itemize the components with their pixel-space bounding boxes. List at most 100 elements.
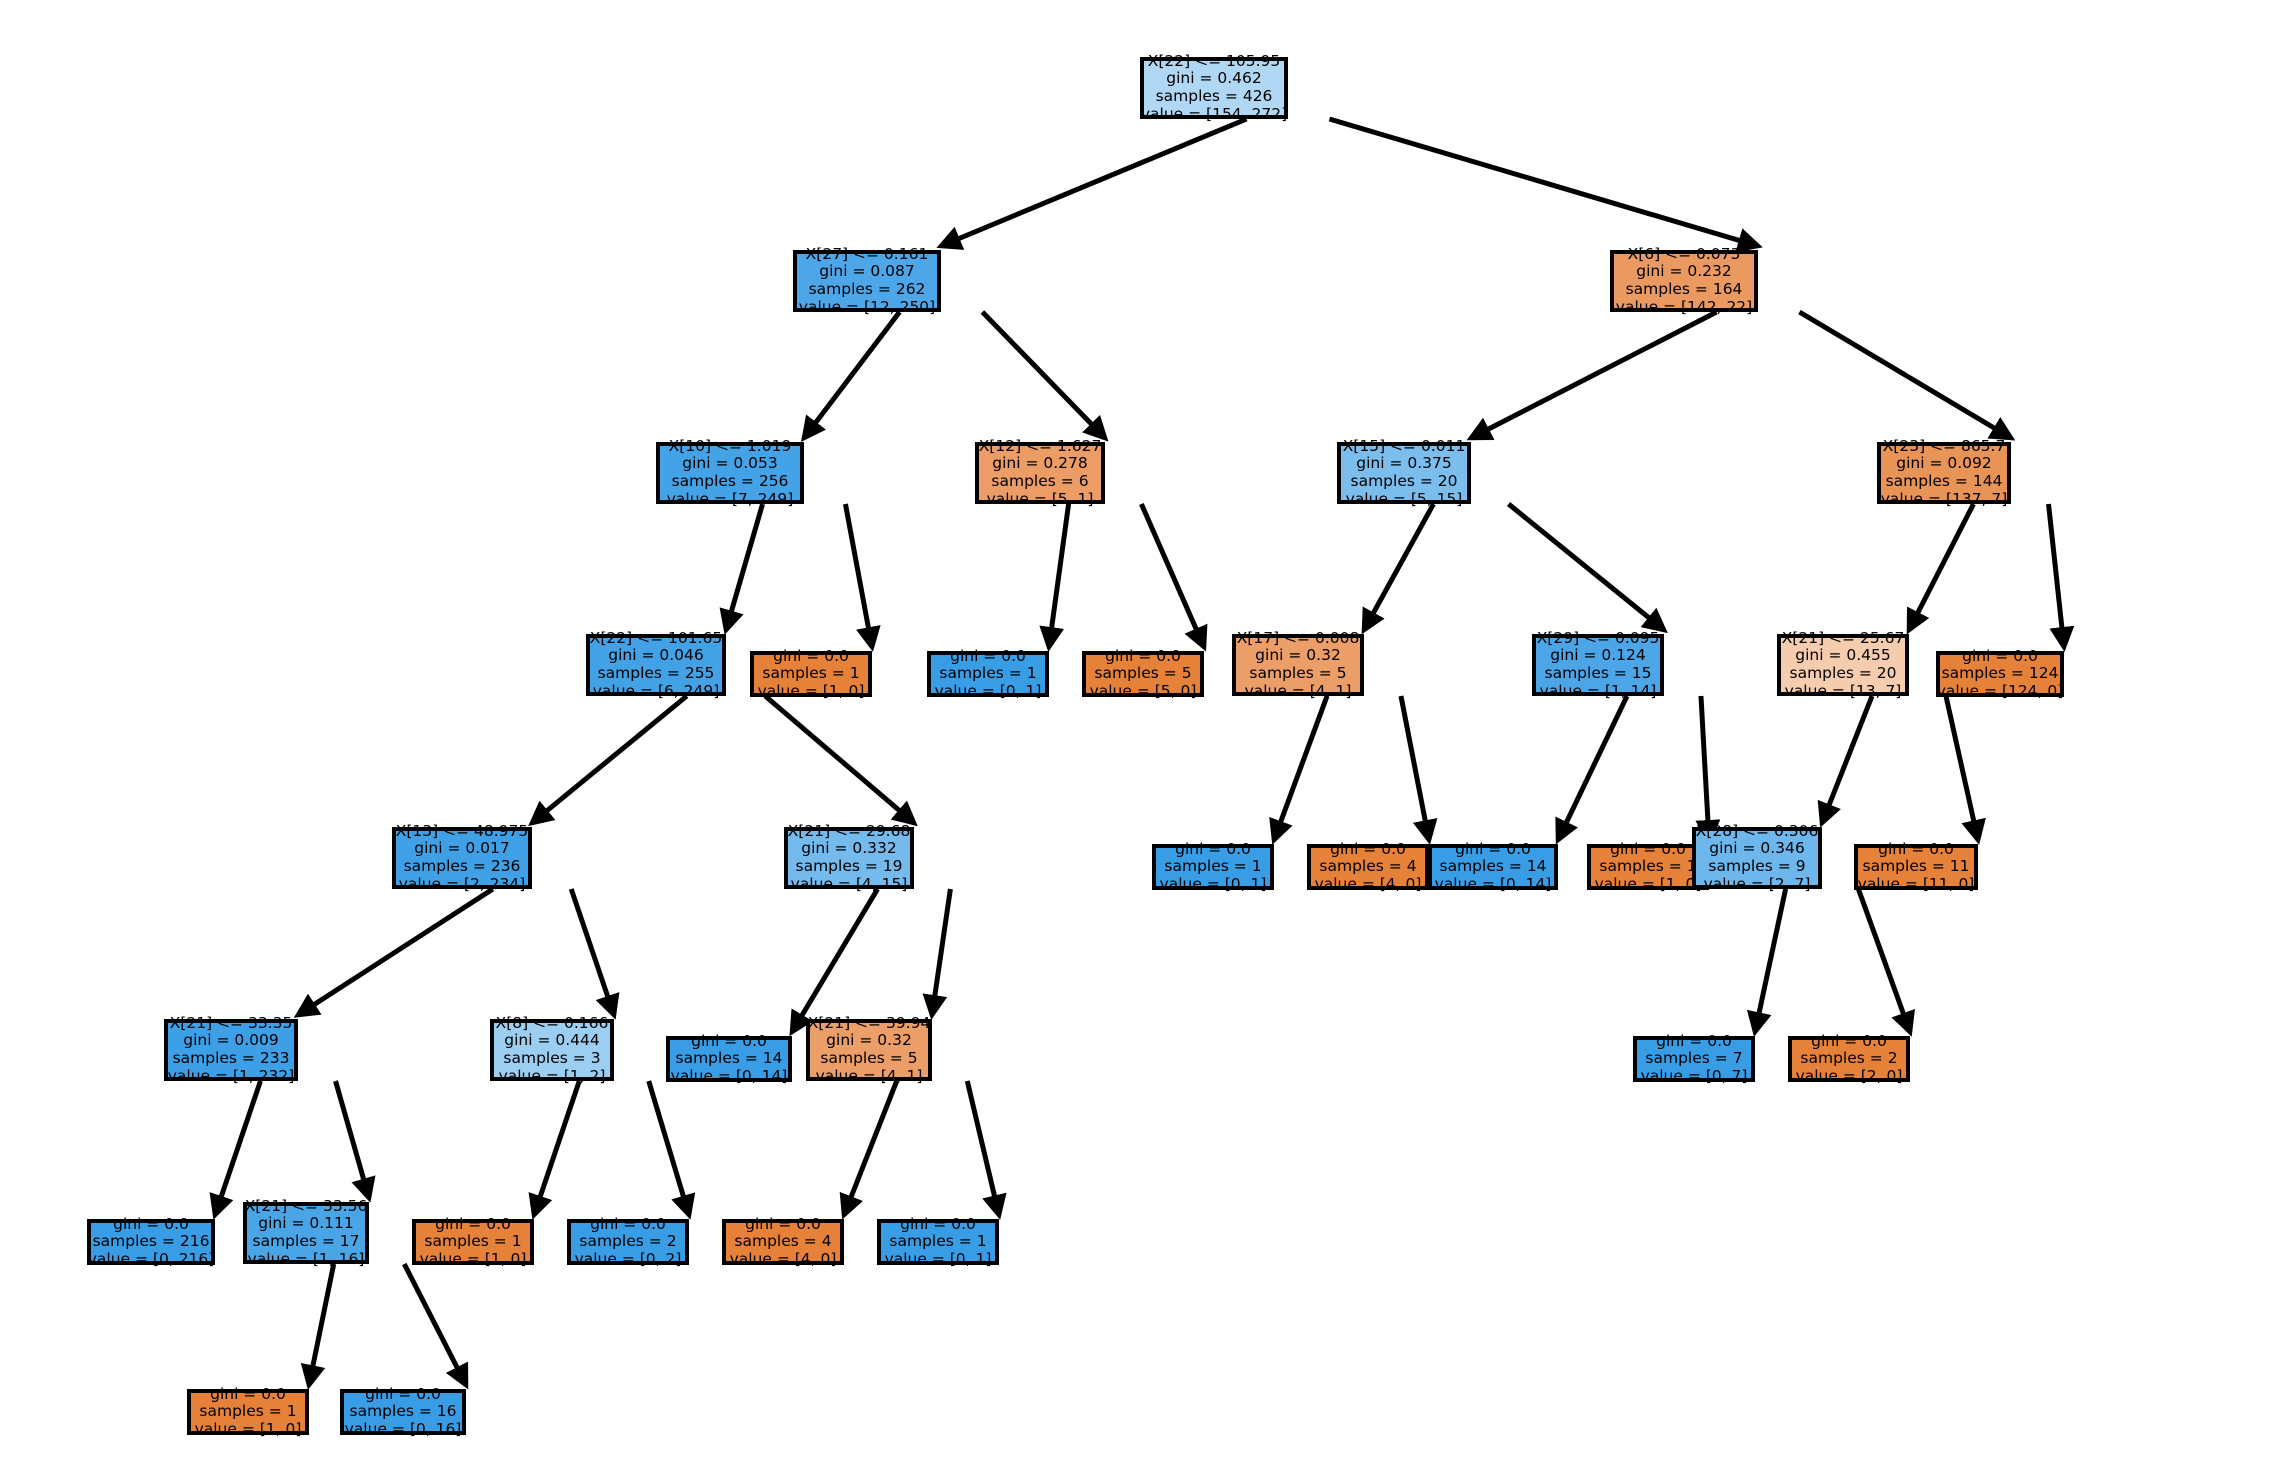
node-value: value = [4, 0] xyxy=(1314,874,1422,893)
node-value: value = [13, 7] xyxy=(1784,681,1902,700)
tree-edge xyxy=(1695,695,1721,845)
node-value: value = [137, 7] xyxy=(1880,489,2008,508)
node-gini: gini = 0.053 xyxy=(682,454,778,473)
node-value: value = [1, 2] xyxy=(498,1066,606,1085)
node-condition: X[29] <= 0.095 xyxy=(1536,628,1660,647)
node-samples: samples = 4 xyxy=(1319,857,1417,876)
node-samples: samples = 20 xyxy=(1350,472,1458,490)
tree-edge xyxy=(1798,309,2016,441)
node-gini: gini = 0.332 xyxy=(801,839,897,858)
node-value: value = [11, 0] xyxy=(1857,874,1975,893)
tree-edge xyxy=(1506,502,1668,634)
node-value: value = [2, 0] xyxy=(1795,1066,1903,1085)
node-value: value = [1, 0] xyxy=(757,681,865,700)
tree-edge xyxy=(1856,888,1915,1037)
node-value: value = [0, 14] xyxy=(1434,874,1552,893)
node-gini: gini = 0.0 xyxy=(1610,839,1686,858)
node-gini: gini = 0.0 xyxy=(1878,839,1954,858)
node-value: value = [12, 250] xyxy=(798,297,936,316)
node-condition: X[8] <= 0.166 xyxy=(495,1013,609,1032)
node-value: value = [4, 1] xyxy=(1244,681,1352,700)
node-value: value = [2, 7] xyxy=(1703,874,1811,893)
node-gini: gini = 0.232 xyxy=(1636,262,1732,281)
tree-edge xyxy=(980,310,1109,442)
node-value: value = [0, 7] xyxy=(1640,1066,1748,1085)
tree-edge xyxy=(646,1080,696,1220)
node-value: value = [5, 1] xyxy=(986,489,1094,508)
node-samples: samples = 1 xyxy=(762,664,860,683)
node-value: value = [1, 0] xyxy=(194,1419,302,1438)
node-condition: X[10] <= 1.019 xyxy=(668,436,792,455)
node-samples: samples = 5 xyxy=(820,1049,918,1067)
node-value: value = [4, 15] xyxy=(790,874,908,893)
node-gini: gini = 0.017 xyxy=(414,839,510,858)
tree-edge xyxy=(964,1080,1007,1220)
node-condition: X[21] <= 29.68 xyxy=(787,821,911,840)
node-samples: samples = 1 xyxy=(199,1402,297,1421)
node-gini: gini = 0.009 xyxy=(183,1031,279,1050)
node-gini: gini = 0.0 xyxy=(590,1214,666,1233)
tree-edge xyxy=(1398,695,1438,845)
tree-edge xyxy=(1906,502,1976,635)
node-samples: samples = 3 xyxy=(503,1049,601,1067)
node-value: value = [1, 16] xyxy=(247,1249,365,1268)
node-gini: gini = 0.087 xyxy=(819,262,915,281)
node-samples: samples = 255 xyxy=(597,664,715,682)
node-samples: samples = 2 xyxy=(1800,1049,1898,1068)
node-condition: X[22] <= 105.95 xyxy=(1147,51,1281,70)
tree-edge xyxy=(333,1080,376,1203)
node-samples: samples = 426 xyxy=(1155,87,1273,105)
node-samples: samples = 2 xyxy=(579,1232,677,1251)
node-value: value = [1, 0] xyxy=(419,1249,527,1268)
node-gini: gini = 0.0 xyxy=(1811,1031,1887,1050)
node-samples: samples = 5 xyxy=(1249,664,1347,682)
tree-edge xyxy=(1466,309,1718,441)
node-samples: samples = 216 xyxy=(92,1232,210,1251)
node-condition: X[21] <= 33.35 xyxy=(169,1013,293,1032)
node-gini: gini = 0.046 xyxy=(608,646,704,665)
tree-edge xyxy=(300,1263,337,1390)
node-gini: gini = 0.0 xyxy=(773,646,849,665)
node-condition: X[23] <= 865.7 xyxy=(1882,436,2006,455)
node-value: value = [0, 216] xyxy=(87,1249,215,1268)
node-gini: gini = 0.462 xyxy=(1166,69,1262,88)
node-condition: X[17] <= 0.008 xyxy=(1236,628,1360,647)
